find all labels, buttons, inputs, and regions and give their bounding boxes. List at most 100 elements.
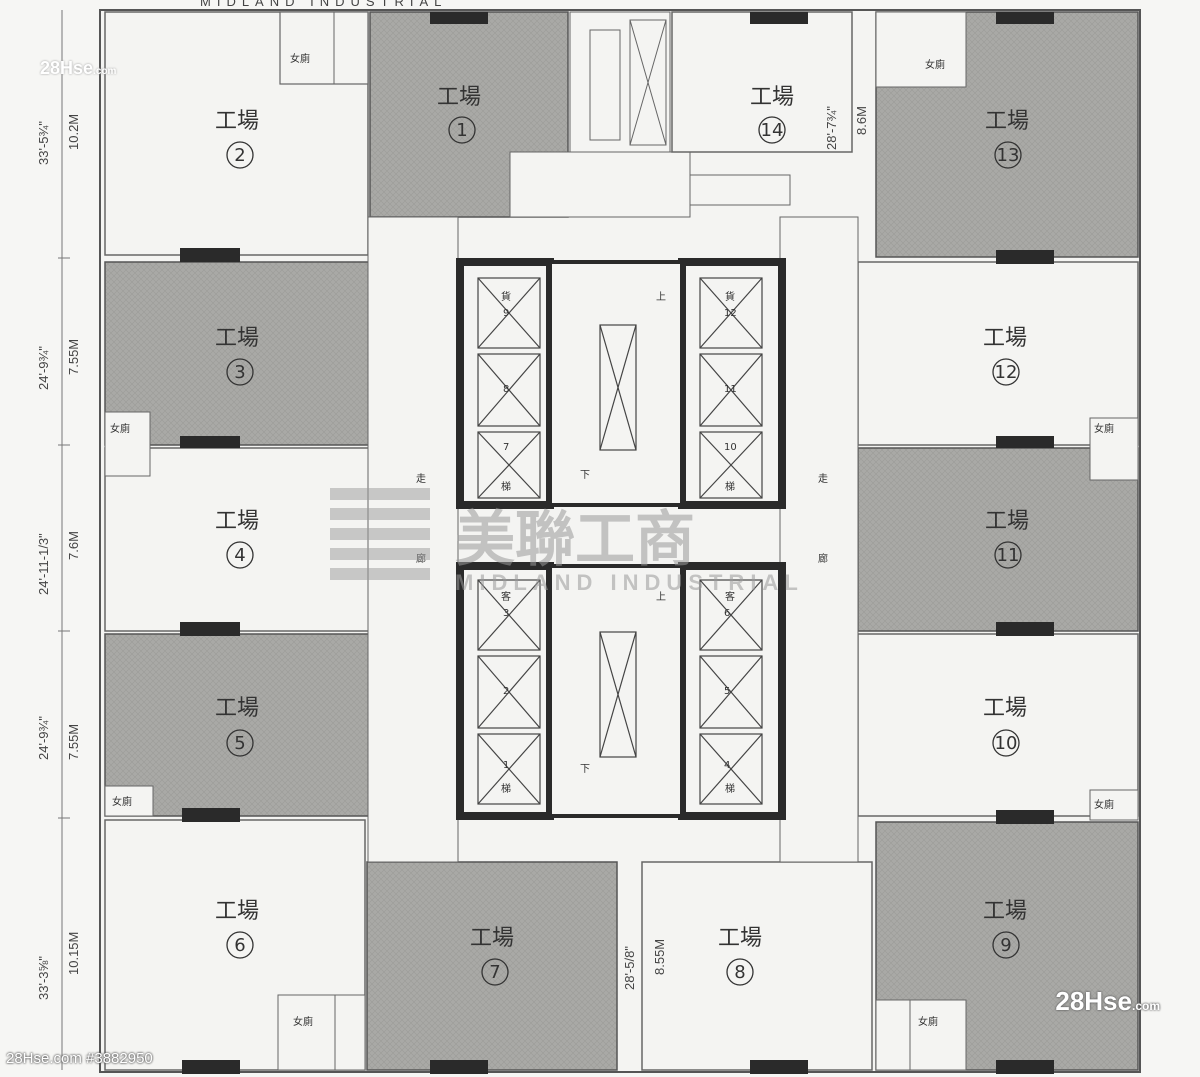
unit-13-toilet: 女廁 (925, 58, 945, 71)
unit-12-number: 12 (995, 362, 1018, 383)
logo-bottom-right: 28Hse.com (1055, 986, 1160, 1017)
lift-number-4: 4 (724, 760, 730, 771)
logo-bottom-right-text: 28Hse (1055, 986, 1132, 1016)
dim-left-1-metric: 10.2M (66, 114, 81, 150)
unit-7-label: 工場 (470, 926, 514, 951)
unit-8: 工場 8 (641, 861, 873, 1071)
lift-number-9: 9 (503, 308, 509, 319)
unit-7-number: 7 (489, 962, 500, 983)
dim-bottom-mid-imperial: 28'-5/8" (622, 946, 637, 990)
unit-7: 工場 7 (366, 861, 618, 1071)
lift-label-top-right-1: 貨 (725, 290, 735, 303)
unit-5-toilet: 女廁 (112, 795, 132, 808)
lift-number-2: 2 (503, 686, 509, 697)
dim-bottom-mid-metric: 8.55M (652, 939, 667, 975)
unit-11: 女廁 工場 11 (857, 417, 1139, 632)
logo-bottom-right-suffix: .com (1131, 999, 1160, 1013)
dim-left-3-imperial: 24'-11-1/3" (36, 533, 51, 595)
lift-label-bottom-right-2: 梯 (725, 782, 735, 795)
lift-label-bottom-right-1: 梯 (725, 480, 735, 493)
unit-2-label: 工場 (215, 109, 259, 134)
unit-6-label: 工場 (215, 899, 259, 924)
dim-left-2-imperial: 24'-9¾" (36, 346, 51, 390)
unit-2: 女廁 工場 2 (104, 11, 369, 256)
lift-label-top-right-2: 客 (725, 590, 735, 603)
unit-9: 女廁 工場 9 (875, 821, 1139, 1071)
dim-top-right-metric: 8.6M (854, 106, 869, 135)
unit-1-number: 1 (456, 120, 467, 141)
lift-number-5: 5 (724, 686, 730, 697)
unit-10-label: 工場 (983, 696, 1027, 721)
stair-up-top: 上 (656, 291, 666, 303)
unit-6: 女廁 工場 6 (104, 819, 366, 1071)
unit-6-number: 6 (234, 935, 245, 956)
unit-14-label: 工場 (750, 85, 794, 110)
lift-number-8: 8 (503, 384, 509, 395)
unit-4-label: 工場 (215, 509, 259, 534)
unit-6-toilet: 女廁 (293, 1015, 313, 1028)
corridor-label-right-1: 走 (818, 473, 828, 485)
unit-13-label: 工場 (985, 109, 1029, 134)
corridor-label-right-2: 廊 (818, 552, 828, 565)
credit-text: 28Hse.com #3882950 (6, 1050, 153, 1067)
unit-5-number: 5 (234, 733, 245, 754)
unit-2-number: 2 (234, 145, 245, 166)
dim-left-4-metric: 7.55M (66, 724, 81, 760)
corridor-label-left-1: 走 (416, 473, 426, 485)
unit-12-label: 工場 (983, 326, 1027, 351)
lift-number-12: 12 (724, 308, 737, 319)
lift-number-10: 10 (724, 442, 737, 453)
unit-8-label: 工場 (718, 926, 762, 951)
lift-number-11: 11 (724, 384, 737, 395)
stair-down-bottom: 下 (580, 764, 590, 775)
lift-number-7: 7 (503, 442, 509, 453)
unit-14-number: 14 (761, 120, 784, 141)
door-markers (180, 12, 1054, 1074)
unit-4-number: 4 (234, 545, 245, 566)
unit-9-label: 工場 (983, 899, 1027, 924)
unit-10: 女廁 工場 10 (857, 633, 1139, 821)
unit-5: 女廁 工場 5 (104, 633, 386, 817)
unit-12: 工場 12 (857, 261, 1139, 446)
unit-11-number: 11 (997, 545, 1020, 566)
dim-left-4-imperial: 24'-9¾" (36, 716, 51, 760)
lift-label-top-left-1: 貨 (501, 290, 511, 303)
header-text: MIDLAND INDUSTRIAL (200, 0, 447, 9)
unit-13: 女廁 工場 13 (875, 11, 1139, 258)
lift-number-3: 3 (503, 608, 509, 619)
lift-label-bottom-left-2: 梯 (501, 782, 511, 795)
dim-left-2-metric: 7.55M (66, 339, 81, 375)
logo-top-left: 28Hse.com (40, 58, 116, 79)
logo-top-left-suffix: .com (93, 66, 117, 77)
lift-label-bottom-left-1: 梯 (501, 480, 511, 493)
logo-top-left-text: 28Hse (40, 58, 94, 78)
watermark-cn: 美聯工商 (455, 505, 695, 575)
watermark-en: MIDLAND INDUSTRIAL (455, 570, 804, 595)
unit-5-label: 工場 (215, 696, 259, 721)
unit-10-number: 10 (995, 733, 1018, 754)
unit-13-number: 13 (997, 145, 1020, 166)
dimension-labels: 33'-5¾" 10.2M 24'-9¾" 7.55M 24'-11-1/3" … (36, 10, 869, 1070)
dim-left-5-metric: 10.15M (66, 932, 81, 975)
unit-14: 工場 14 (671, 11, 853, 153)
lift-number-labels: 貨 9 8 7 梯 貨 12 11 10 梯 客 3 2 1 梯 客 6 5 4… (416, 290, 828, 795)
unit-4-toilet: 女廁 (110, 422, 130, 435)
unit-11-toilet: 女廁 (1094, 422, 1114, 435)
unit-9-toilet: 女廁 (918, 1015, 938, 1028)
unit-3: 工場 3 (104, 261, 386, 446)
stair-up-bottom: 上 (656, 591, 666, 603)
dim-left-5-imperial: 33'-3⅝" (36, 956, 51, 1000)
dim-left-3-metric: 7.6M (66, 531, 81, 560)
unit-10-toilet: 女廁 (1094, 798, 1114, 811)
service-block-top (509, 11, 791, 218)
lift-number-1: 1 (503, 760, 509, 771)
lift-number-6: 6 (724, 608, 730, 619)
unit-2-toilet: 女廁 (290, 52, 310, 65)
unit-1-label: 工場 (437, 85, 481, 110)
lift-label-top-left-2: 客 (501, 590, 511, 603)
unit-3-number: 3 (234, 362, 245, 383)
unit-8-number: 8 (734, 962, 745, 983)
watermark: 美聯工商 MIDLAND INDUSTRIAL (330, 488, 804, 595)
unit-9-number: 9 (1000, 935, 1011, 956)
